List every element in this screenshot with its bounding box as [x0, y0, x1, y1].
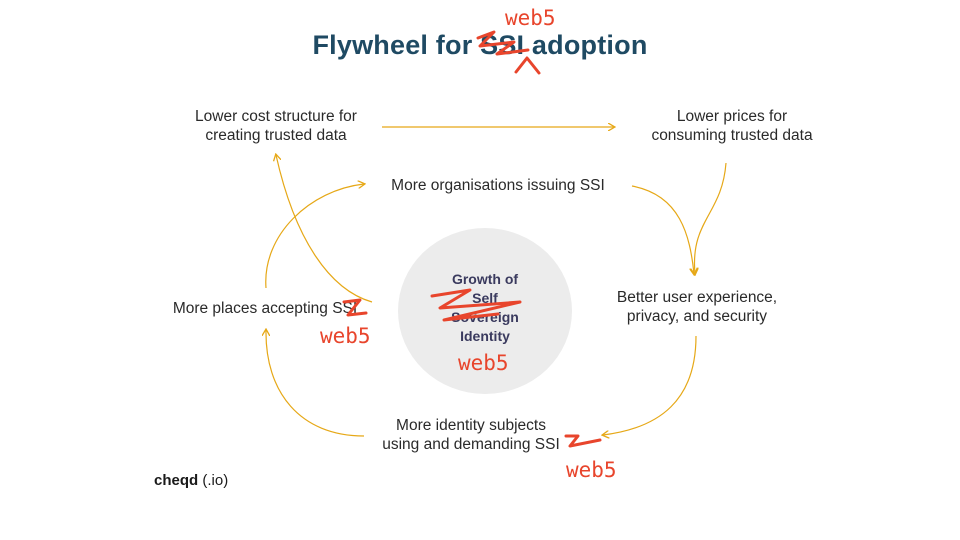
- web5-title-annotation: web5: [505, 6, 556, 30]
- node-lower-prices-text: Lower prices for consuming trusted data: [651, 108, 813, 144]
- strike-title: [476, 30, 530, 56]
- node-lower-cost-text: Lower cost structure for creating truste…: [195, 108, 357, 144]
- node-lower-prices: Lower prices for consuming trusted data: [630, 107, 834, 145]
- node-more-places-text: More places accepting SSI: [172, 300, 358, 317]
- title-prefix: Flywheel for: [312, 30, 481, 60]
- brand-name: cheqd: [154, 472, 199, 489]
- arrow-center-to-cost: [276, 155, 373, 303]
- strike-left: [342, 298, 368, 317]
- brand-footer: cheqd (.io): [154, 472, 228, 489]
- caret-title: [514, 56, 541, 75]
- title-suffix: adoption: [524, 30, 648, 60]
- node-better-ux-text: Better user experience, privacy, and sec…: [616, 289, 778, 325]
- web5-center-annotation: web5: [458, 351, 509, 375]
- node-lower-cost: Lower cost structure for creating truste…: [178, 107, 374, 145]
- web5-bottom-annotation: web5: [566, 458, 617, 482]
- node-more-places: More places accepting SSI: [158, 299, 372, 318]
- strike-bottom: [564, 434, 602, 448]
- node-better-ux: Better user experience, privacy, and sec…: [600, 288, 794, 326]
- node-more-subjects-text: More identity subjects using and demandi…: [382, 417, 560, 453]
- node-more-subjects: More identity subjects using and demandi…: [374, 416, 568, 454]
- strike-center: [430, 288, 522, 322]
- center-label: Growth of Self Sovereign Identity: [410, 270, 560, 346]
- page-title: Flywheel for SSI adoption: [0, 30, 960, 61]
- arrow-prices-to-ux: [694, 162, 727, 274]
- arrow-places-to-orgs: [265, 184, 364, 289]
- center-label-text: Growth of Self Sovereign Identity: [451, 271, 519, 344]
- arrow-ux-to-subjects: [603, 335, 697, 435]
- brand-domain: (.io): [202, 472, 229, 489]
- node-more-orgs-text: More organisations issuing SSI: [391, 177, 605, 194]
- arrow-subjects-to-places: [266, 330, 365, 437]
- web5-left-annotation: web5: [320, 324, 371, 348]
- arrow-orgs-to-ux: [631, 185, 694, 274]
- node-more-orgs: More organisations issuing SSI: [370, 176, 626, 195]
